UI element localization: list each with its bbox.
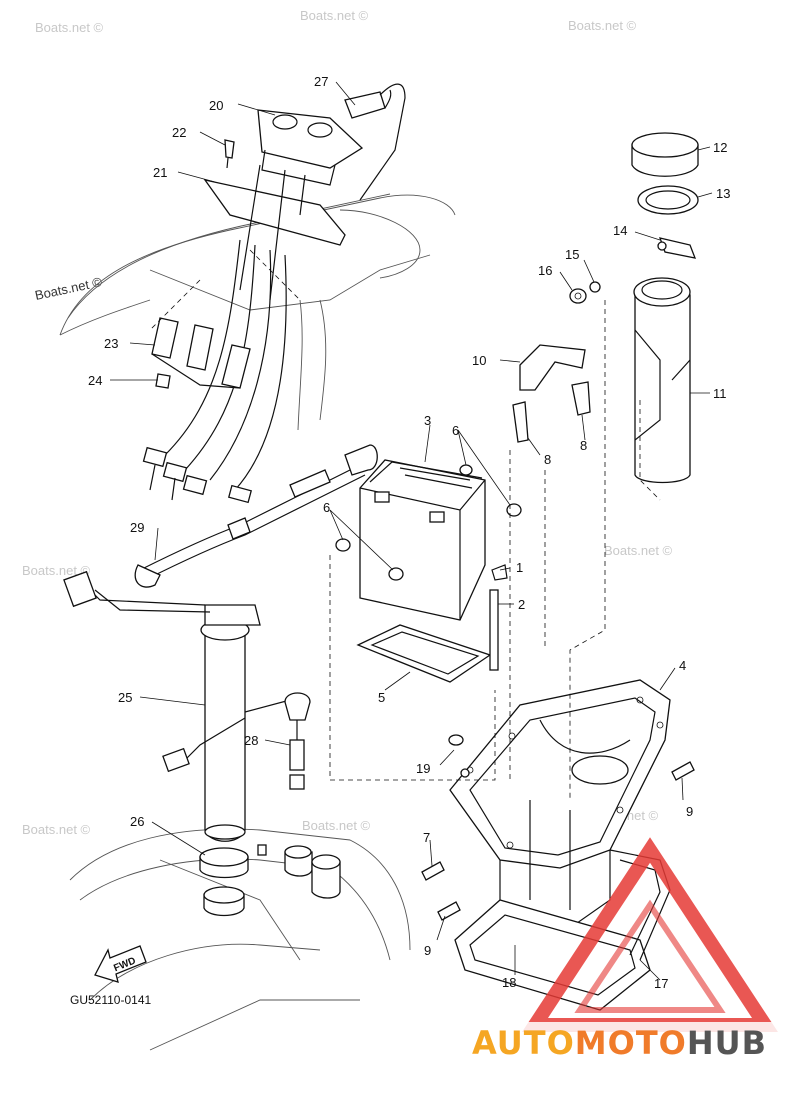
cable-29 — [134, 444, 378, 588]
watermark: Boats.net © — [35, 20, 104, 35]
watermark: Boats.net © — [22, 822, 91, 837]
part-label-24: 24 — [88, 373, 102, 388]
part-label-6b: 6 — [323, 500, 330, 515]
part-label-10: 10 — [472, 353, 486, 368]
part-label-23: 23 — [104, 336, 118, 351]
leader-lines — [110, 81, 713, 981]
rod-2 — [489, 564, 508, 671]
part-label-6: 6 — [452, 423, 459, 438]
wiring-harness — [142, 239, 287, 504]
part-label-4: 4 — [679, 658, 686, 673]
part-label-5: 5 — [378, 690, 385, 705]
part-label-17: 17 — [654, 976, 668, 991]
part-label-28: 28 — [244, 733, 258, 748]
part-label-1: 1 — [516, 560, 523, 575]
part-label-16: 16 — [538, 263, 552, 278]
plug-28 — [284, 692, 311, 790]
part-label-20: 20 — [209, 98, 223, 113]
bracket-10 — [519, 344, 586, 391]
filler-pipe-11 — [633, 277, 691, 484]
part-label-11: 11 — [713, 386, 727, 401]
part-label-9b: 9 — [424, 943, 431, 958]
part-label-19: 19 — [416, 761, 430, 776]
logo-auto-text: AUTO — [472, 1024, 575, 1062]
hull-outline — [59, 193, 456, 1051]
part-label-7: 7 — [423, 830, 430, 845]
watermark: Boats.net © — [34, 274, 104, 303]
part-label-25: 25 — [118, 690, 132, 705]
part-label-26: 26 — [130, 814, 144, 829]
part-label-9: 9 — [686, 804, 693, 819]
bolts — [421, 734, 695, 921]
logo-hub-text: HUB — [687, 1024, 767, 1062]
part-label-14: 14 — [613, 223, 627, 238]
meter-assembly — [203, 83, 406, 301]
watermark: Boats.net © — [300, 8, 369, 23]
logo-moto-text: MOTO — [575, 1024, 687, 1062]
fuel-sender-25 — [63, 570, 300, 842]
battery-mat-5 — [356, 624, 492, 683]
watermark: Boats.net © — [302, 818, 371, 833]
part-label-15: 15 — [565, 247, 579, 262]
watermark: Boats.net © — [22, 563, 91, 578]
cap-12 — [631, 132, 699, 177]
tray-4 — [449, 679, 671, 936]
ring-13 — [637, 185, 699, 215]
diagram-code: GU52110-0141 — [70, 993, 151, 1007]
automotohub-logo: AUTOMOTOHUB — [470, 837, 792, 1062]
part-label-3: 3 — [424, 413, 431, 428]
part-label-12: 12 — [713, 140, 727, 155]
grommets — [199, 844, 341, 917]
part-label-22: 22 — [172, 125, 186, 140]
watermark: Boats.net © — [568, 18, 637, 33]
part-label-27: 27 — [314, 74, 328, 89]
watermark: Boats.net © — [604, 543, 673, 558]
svg-text:AUTOMOTOHUB: AUTOMOTOHUB — [472, 1024, 767, 1062]
part-label-2: 2 — [518, 597, 525, 612]
part-label-18: 18 — [502, 975, 516, 990]
part-labels: 20 27 22 21 23 24 29 25 28 26 3 6 6 1 2 … — [88, 74, 730, 991]
bracket-14 — [657, 237, 697, 259]
washer-nut — [569, 281, 601, 304]
part-label-8b: 8 — [580, 438, 587, 453]
bracket-23 — [151, 317, 251, 389]
part-label-29: 29 — [130, 520, 144, 535]
part-label-21: 21 — [153, 165, 167, 180]
clamps-8 — [512, 381, 591, 443]
part-label-13: 13 — [716, 186, 730, 201]
part-label-8: 8 — [544, 452, 551, 467]
